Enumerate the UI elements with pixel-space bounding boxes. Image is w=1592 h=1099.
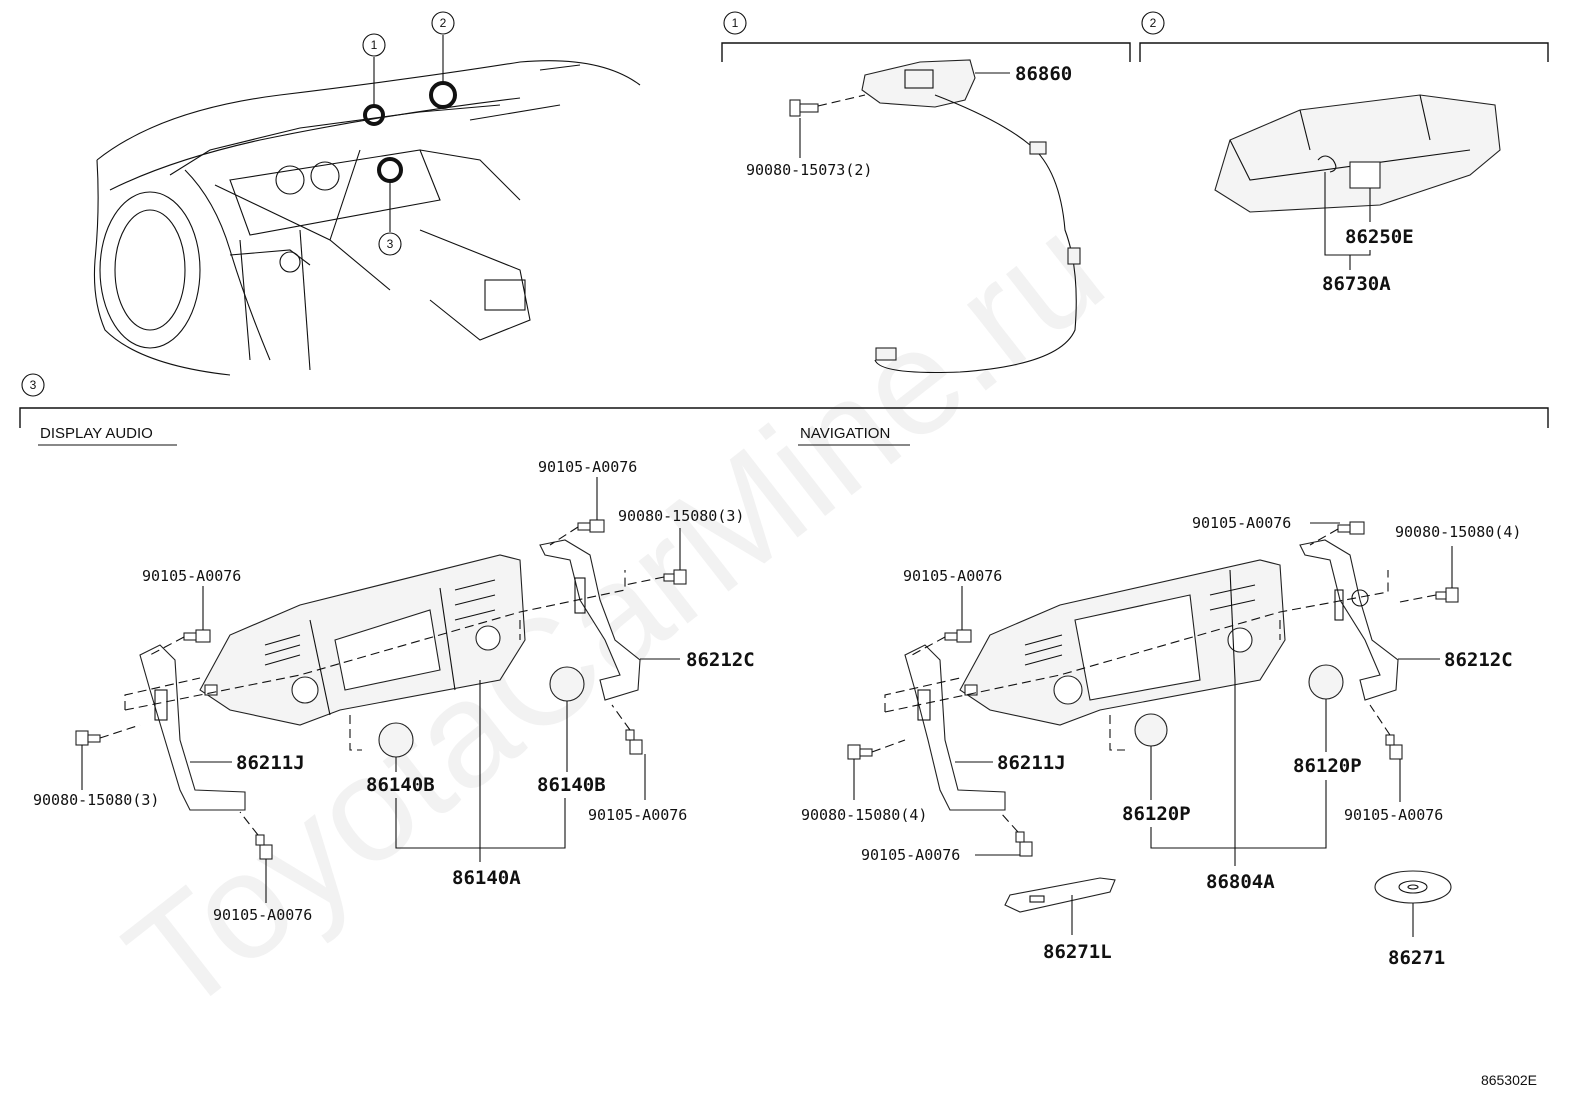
callout-2-dashboard: 2 [431, 11, 455, 35]
part-86860: 86860 [1015, 63, 1072, 85]
part-da-86140B-right: 86140B [537, 774, 606, 796]
da-screw-right [624, 569, 687, 586]
da-screw-bottom [239, 811, 273, 860]
da-bracket-right [539, 539, 641, 701]
svg-text:3: 3 [30, 378, 37, 392]
nav-bracket-right [1299, 539, 1399, 701]
part-nav-90105-bottom: 90105-A0076 [861, 846, 960, 864]
da-knob-left [378, 722, 414, 758]
section-3-header: 3 [19, 373, 1549, 428]
section-1-header: 1 [721, 11, 1131, 62]
part-da-90080-right: 90080-15080(3) [618, 507, 744, 525]
part-da-86140A: 86140A [452, 867, 521, 889]
nav-screw-left [911, 629, 972, 656]
part-nav-86271: 86271 [1388, 947, 1445, 969]
part-da-90080-left: 90080-15080(3) [33, 791, 159, 809]
svg-text:1: 1 [371, 38, 378, 52]
nav-sd-card-86271L [1004, 877, 1116, 913]
part-90080-15073: 90080-15073(2) [746, 161, 872, 179]
svg-text:3: 3 [387, 237, 394, 251]
svg-text:2: 2 [440, 16, 447, 30]
section-navigation: NAVIGATION [800, 425, 890, 442]
svg-text:1: 1 [732, 16, 739, 30]
part-da-86140B-left: 86140B [366, 774, 435, 796]
location-circle-3 [377, 157, 403, 183]
nav-screw-lower-left [847, 739, 906, 760]
part-da-90105-right: 90105-A0076 [588, 806, 687, 824]
part-nav-86120P-right: 86120P [1293, 755, 1362, 777]
nav-screw-right-lower [1369, 704, 1403, 760]
part-86250E: 86250E [1345, 226, 1414, 248]
part-da-86211J: 86211J [236, 752, 305, 774]
callout-3-dashboard: 3 [378, 232, 402, 256]
nav-knob-right [1308, 664, 1344, 700]
section-2-header: 2 [1139, 11, 1549, 62]
navigation-unit [959, 559, 1286, 726]
part-nav-90105-right: 90105-A0076 [1344, 806, 1443, 824]
da-screw-lower-left [75, 724, 141, 746]
part-nav-86271L: 86271L [1043, 941, 1112, 963]
da-knob-right [549, 666, 585, 702]
location-circle-1 [363, 104, 385, 126]
dashboard-overview [93, 60, 641, 376]
part-nav-90080-left: 90080-15080(4) [801, 806, 927, 824]
nav-screw-right [1399, 587, 1459, 603]
part-da-90105-top: 90105-A0076 [538, 458, 637, 476]
part-nav-86212C: 86212C [1444, 649, 1513, 671]
svg-text:2: 2 [1150, 16, 1157, 30]
section-display-audio: DISPLAY AUDIO [40, 425, 153, 442]
diagram-code: 865302E [1481, 1072, 1537, 1088]
da-screw-top [549, 519, 605, 546]
part-nav-86120P-left: 86120P [1122, 803, 1191, 825]
screw-90080-15073 [789, 94, 866, 117]
da-screw-right-lower [611, 704, 643, 755]
part-nav-90105-top: 90105-A0076 [1192, 514, 1291, 532]
da-bracket-left [139, 644, 246, 811]
part-86730A: 86730A [1322, 273, 1391, 295]
callout-1-dashboard: 1 [362, 33, 386, 57]
nav-screw-top [1309, 521, 1365, 546]
da-screw-left [149, 629, 211, 656]
part-nav-90080-right: 90080-15080(4) [1395, 523, 1521, 541]
nav-disc-86271 [1374, 870, 1452, 904]
part-nav-86211J: 86211J [997, 752, 1066, 774]
part-da-90105-bottom: 90105-A0076 [213, 906, 312, 924]
nav-knob-left [1134, 713, 1168, 747]
antenna-bracket-86860 [861, 59, 1081, 374]
part-da-90105-left: 90105-A0076 [142, 567, 241, 585]
nav-screw-bottom [999, 811, 1033, 857]
part-nav-90105-left: 90105-A0076 [903, 567, 1002, 585]
part-nav-86804A: 86804A [1206, 871, 1275, 893]
part-da-86212C: 86212C [686, 649, 755, 671]
location-circle-2 [429, 81, 457, 109]
display-audio-unit [199, 554, 526, 726]
overhead-module [1214, 94, 1501, 213]
